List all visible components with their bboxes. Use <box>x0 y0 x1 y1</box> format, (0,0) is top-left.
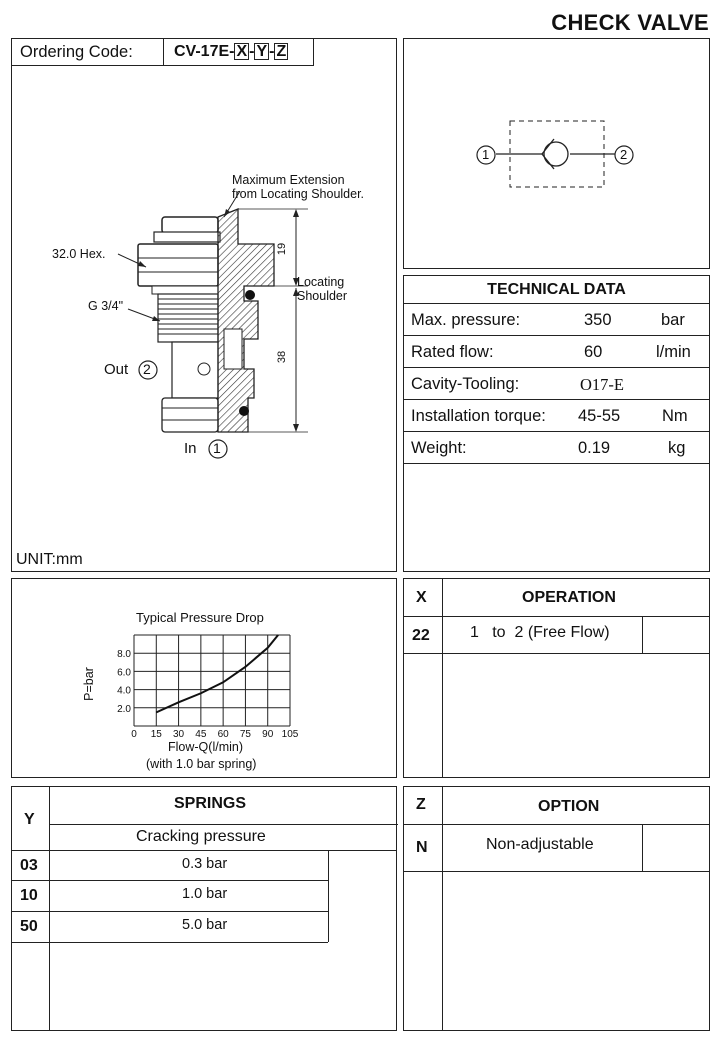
ordering-code-value-cell: CV-17E-X-Y-Z <box>163 38 314 66</box>
operation-x-header: X <box>416 589 427 606</box>
in-port-number: 1 <box>213 440 221 456</box>
technical-data-heading: TECHNICAL DATA <box>404 276 709 304</box>
x-tick-label: 90 <box>262 729 274 740</box>
operation-heading: OPERATION <box>522 589 616 606</box>
td-unit: bar <box>661 311 685 329</box>
springs-subheading: Cracking pressure <box>136 828 266 845</box>
td-label: Rated flow: <box>411 343 494 361</box>
port-2-label: 2 <box>620 147 628 162</box>
td-unit: l/min <box>656 343 691 361</box>
td-label: Cavity-Tooling: <box>411 375 520 393</box>
max-extension-label: Maximum Extension from Locating Shoulder… <box>232 173 365 201</box>
td-value: 60 <box>584 343 603 361</box>
springs-y-header: Y <box>24 811 35 828</box>
in-port-label: In <box>184 440 197 457</box>
ordering-code-dash: - <box>269 43 275 60</box>
pressure-drop-chart: 0 15 30 45 60 75 90 105 2.0 4.0 6.0 8.0 <box>117 634 299 740</box>
chart-title: Typical Pressure Drop <box>136 610 264 625</box>
locating-shoulder-label: Locating Shoulder <box>297 275 348 303</box>
td-label: Weight: <box>411 439 467 457</box>
unit-label: UNIT:mm <box>16 551 83 568</box>
pressure-drop-curve <box>155 634 279 714</box>
td-unit: kg <box>668 439 686 457</box>
out-port-number: 2 <box>143 361 151 377</box>
td-row-cavity: Cavity-Tooling: O17-E <box>404 368 709 400</box>
td-row-rated-flow: Rated flow: 60 l/min <box>404 336 709 368</box>
ordering-code-label: Ordering Code: <box>20 43 133 61</box>
x-tick-label: 75 <box>240 729 252 740</box>
check-valve-symbol <box>476 120 634 188</box>
td-label: Max. pressure: <box>411 311 521 329</box>
td-label: Installation torque: <box>411 407 546 425</box>
chart-xlabel: Flow-Q(l/min) <box>168 740 243 754</box>
spring-value: 5.0 bar <box>182 917 228 933</box>
option-z-header: Z <box>416 796 426 813</box>
x-tick-label: 105 <box>282 729 299 740</box>
ordering-code-x: X <box>234 43 250 60</box>
port-1-label: 1 <box>482 147 490 162</box>
td-value: 0.19 <box>578 439 611 457</box>
option-heading: OPTION <box>538 798 600 815</box>
ordering-code-prefix: CV-17E- <box>174 43 235 60</box>
drawing-panel: Ordering Code: CV-17E-X-Y-Z <box>11 38 397 572</box>
x-tick-label: 30 <box>173 729 185 740</box>
spring-value: 1.0 bar <box>182 886 228 902</box>
x-tick-label: 60 <box>218 729 230 740</box>
cartridge-drawing <box>117 190 308 459</box>
hydraulic-symbol-panel: 1 2 <box>403 38 710 269</box>
operation-code: 22 <box>412 627 430 644</box>
x-tick-label: 15 <box>151 729 163 740</box>
springs-panel: Y SPRINGS Cracking pressure 03 0.3 bar 1… <box>11 786 398 1031</box>
td-unit: Nm <box>662 407 688 425</box>
spring-code: 10 <box>20 887 38 904</box>
technical-data-panel: TECHNICAL DATA Max. pressure: 350 bar Ra… <box>403 275 710 572</box>
option-panel: Z OPTION N Non-adjustable <box>403 786 710 1031</box>
page-title: CHECK VALVE <box>551 10 709 35</box>
td-row-weight: Weight: 0.19 kg <box>404 432 709 464</box>
spring-code: 50 <box>20 918 38 935</box>
x-tick-label: 45 <box>195 729 207 740</box>
ordering-code-dash: - <box>249 43 255 60</box>
springs-heading: SPRINGS <box>174 795 247 812</box>
td-value: 45-55 <box>578 407 621 425</box>
td-row-max-pressure: Max. pressure: 350 bar <box>404 304 709 336</box>
dimension-19: 19 <box>276 242 289 256</box>
option-code: N <box>416 839 428 856</box>
td-value: O17-E <box>580 375 624 394</box>
y-tick-label: 6.0 <box>117 667 131 678</box>
chart-xlabel-note: (with 1.0 bar spring) <box>146 757 257 771</box>
y-tick-label: 8.0 <box>117 649 131 660</box>
ordering-code-z: Z <box>274 43 289 60</box>
option-description: Non-adjustable <box>486 836 594 853</box>
td-row-torque: Installation torque: 45-55 Nm <box>404 400 709 432</box>
dimension-38: 38 <box>276 350 289 364</box>
thread-label: G 3/4" <box>88 299 124 313</box>
y-tick-label: 4.0 <box>117 686 131 697</box>
operation-panel: X OPERATION 22 1 to 2 (Free Flow) <box>403 578 710 778</box>
out-port-label: Out <box>104 361 129 378</box>
ordering-code-y: Y <box>254 43 270 60</box>
spring-code: 03 <box>20 857 38 874</box>
spring-value: 0.3 bar <box>182 856 228 872</box>
operation-description: 1 to 2 (Free Flow) <box>470 624 610 641</box>
x-tick-label: 0 <box>131 729 137 740</box>
y-tick-label: 2.0 <box>117 704 131 715</box>
td-value: 350 <box>584 311 612 329</box>
hex-label: 32.0 Hex. <box>52 247 106 261</box>
